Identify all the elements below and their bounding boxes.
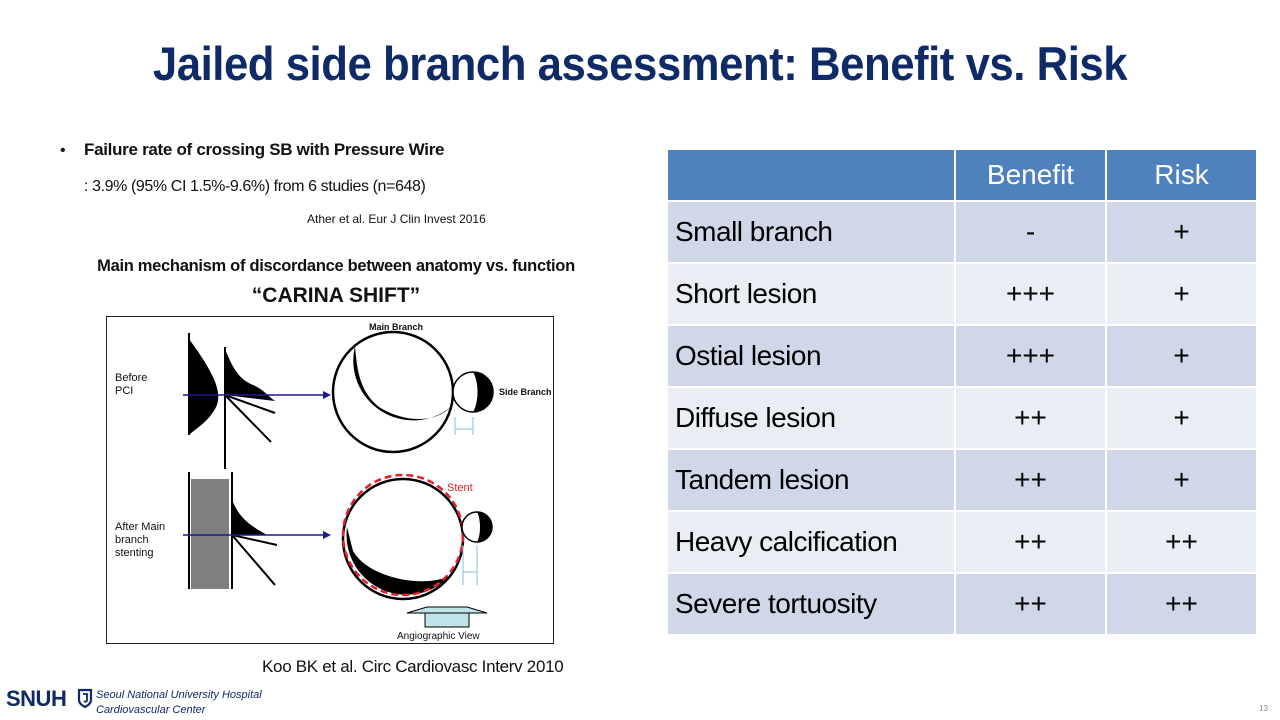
- snuh-emblem-icon: [77, 688, 93, 708]
- label-main-branch: Main Branch: [369, 322, 424, 332]
- stent-outline: [341, 473, 465, 597]
- risk-cell: +: [1105, 200, 1258, 264]
- mechanism-title: Main mechanism of discordance between an…: [97, 257, 575, 275]
- table-header-benefit: Benefit: [954, 148, 1107, 202]
- label-stent: Stent: [447, 482, 473, 494]
- row-label: Diffuse lesion: [666, 386, 956, 450]
- risk-cell: +: [1105, 386, 1258, 450]
- benefit-cell: ++: [954, 572, 1107, 636]
- table-row: Diffuse lesion ++ +: [666, 386, 1258, 450]
- table-header-empty: [666, 148, 956, 202]
- bullet-heading: Failure rate of crossing SB with Pressur…: [84, 140, 445, 159]
- page-number: 13: [1259, 704, 1268, 713]
- table-row: Short lesion +++ +: [666, 262, 1258, 326]
- carina-shift-figure: Before PCI After Main branch stenting Ma…: [106, 316, 554, 644]
- benefit-cell: +++: [954, 262, 1107, 326]
- carina-diagram: [183, 330, 494, 628]
- side-plaque-bottom: [233, 502, 267, 535]
- bullet-detail: : 3.9% (95% CI 1.5%-9.6%) from 6 studies…: [84, 178, 426, 195]
- row-label: Short lesion: [666, 262, 956, 326]
- row-label: Heavy calcification: [666, 510, 956, 574]
- benefit-risk-table: Benefit Risk Small branch - + Short lesi…: [666, 148, 1258, 636]
- label-before-pci: Before PCI: [115, 372, 148, 397]
- benefit-cell: ++: [954, 448, 1107, 512]
- label-side-branch: Side Branch: [499, 387, 552, 397]
- view-arrow-shaft: [424, 612, 470, 628]
- risk-cell: +: [1105, 324, 1258, 388]
- side-plaque-top: [225, 349, 275, 401]
- risk-cell: +: [1105, 262, 1258, 326]
- stent-body: [191, 479, 229, 589]
- row-label: Ostial lesion: [666, 324, 956, 388]
- footer-line-1: Seoul National University Hospital: [96, 689, 262, 701]
- side-branch-stented-plaque: [477, 512, 492, 542]
- section-arrowhead-bottom: [323, 531, 331, 539]
- section-arrowhead-top: [323, 391, 331, 399]
- reference-koo: Koo BK et al. Circ Cardiovasc Interv 201…: [262, 657, 564, 676]
- risk-cell: +: [1105, 448, 1258, 512]
- snuh-logo: SNUH: [6, 686, 67, 711]
- row-label: Small branch: [666, 200, 956, 264]
- benefit-cell: ++: [954, 386, 1107, 450]
- main-plaque-top: [189, 339, 219, 435]
- view-arrowhead: [406, 606, 488, 614]
- benefit-cell: ++: [954, 510, 1107, 574]
- table-row: Tandem lesion ++ +: [666, 448, 1258, 512]
- side-branch-wall-3: [231, 534, 278, 546]
- row-label: Severe tortuosity: [666, 572, 956, 636]
- table-row: Ostial lesion +++ +: [666, 324, 1258, 388]
- risk-cell: ++: [1105, 572, 1258, 636]
- risk-cell: ++: [1105, 510, 1258, 574]
- footer-institution: Seoul National University Hospital Cardi…: [96, 688, 262, 718]
- main-branch-cross-section: [331, 330, 455, 454]
- reference-ather: Ather et al. Eur J Clin Invest 2016: [307, 212, 486, 226]
- label-angiographic-view: Angiographic View: [397, 631, 480, 642]
- side-branch-plaque: [473, 372, 493, 412]
- row-label: Tandem lesion: [666, 448, 956, 512]
- benefit-cell: +++: [954, 324, 1107, 388]
- main-branch-stented-plaque: [346, 527, 451, 595]
- table-row: Heavy calcification ++ ++: [666, 510, 1258, 574]
- table-row: Severe tortuosity ++ ++: [666, 572, 1258, 636]
- bullet-dot: •: [60, 142, 66, 159]
- slide-title: Jailed side branch assessment: Benefit v…: [152, 37, 1128, 90]
- label-after-stenting: After Main branch stenting: [115, 521, 166, 559]
- table-row: Small branch - +: [666, 200, 1258, 264]
- carina-shift-label: “CARINA SHIFT”: [251, 284, 421, 307]
- benefit-cell: -: [954, 200, 1107, 264]
- table-header-risk: Risk: [1105, 148, 1258, 202]
- table-header-row: Benefit Risk: [666, 148, 1258, 202]
- bullet-item: • Failure rate of crossing SB with Press…: [60, 140, 444, 160]
- side-branch-wall-1: [224, 394, 276, 414]
- footer-line-2: Cardiovascular Center: [96, 704, 206, 716]
- side-branch-wall-4: [231, 534, 276, 586]
- side-branch-wall-2: [224, 394, 272, 443]
